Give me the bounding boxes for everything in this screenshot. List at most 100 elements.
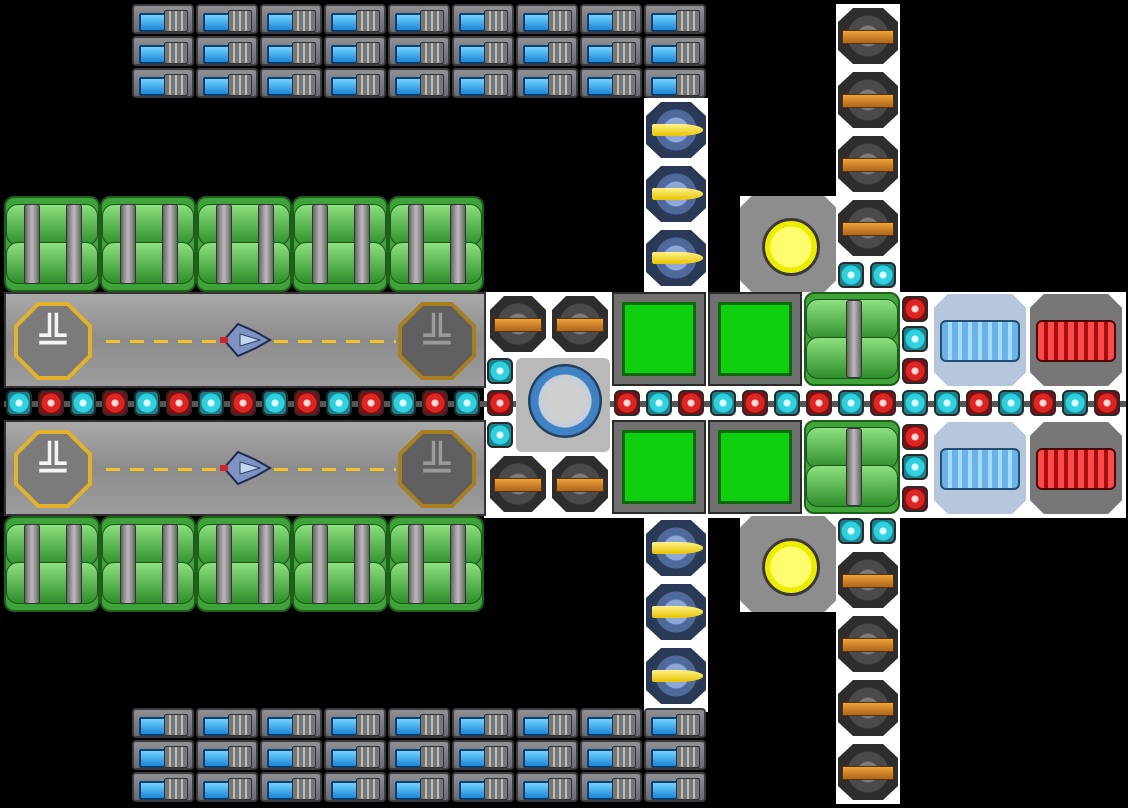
battery-icon[interactable] (196, 772, 258, 802)
heat-node-icon[interactable] (742, 390, 768, 416)
battery-icon[interactable] (452, 36, 514, 66)
power-node-icon[interactable] (454, 390, 480, 416)
heat-node-icon[interactable] (1030, 390, 1056, 416)
battery-icon[interactable] (388, 68, 450, 98)
power-node-icon[interactable] (838, 390, 864, 416)
battery-icon[interactable] (196, 36, 258, 66)
battery-icon[interactable] (260, 740, 322, 770)
fuel-tank-icon[interactable] (100, 516, 196, 612)
heat-node-icon[interactable] (422, 390, 448, 416)
hangar-bay-upper[interactable] (4, 292, 486, 388)
power-node-icon[interactable] (326, 390, 352, 416)
fuel-tank-icon[interactable] (100, 196, 196, 292)
cannon-icon[interactable] (552, 456, 608, 512)
room-icon[interactable] (708, 420, 802, 514)
heat-node-icon[interactable] (358, 390, 384, 416)
battery-icon[interactable] (132, 708, 194, 738)
heat-node-icon[interactable] (487, 390, 513, 416)
laser-turret-icon[interactable] (646, 166, 706, 222)
power-node-icon[interactable] (710, 390, 736, 416)
battery-icon[interactable] (324, 4, 386, 34)
battery-icon[interactable] (644, 772, 706, 802)
power-node-icon[interactable] (838, 518, 864, 544)
battery-icon[interactable] (644, 708, 706, 738)
battery-icon[interactable] (516, 36, 578, 66)
cannon-icon[interactable] (490, 456, 546, 512)
battery-icon[interactable] (260, 708, 322, 738)
fuel-tank-icon[interactable] (388, 516, 484, 612)
laser-turret-icon[interactable] (646, 584, 706, 640)
power-node-icon[interactable] (70, 390, 96, 416)
battery-icon[interactable] (452, 772, 514, 802)
battery-icon[interactable] (132, 68, 194, 98)
cannon-icon[interactable] (838, 744, 898, 800)
fuel-tank-icon[interactable] (804, 420, 900, 514)
battery-icon[interactable] (324, 740, 386, 770)
fuel-tank-icon[interactable] (388, 196, 484, 292)
battery-icon[interactable] (260, 36, 322, 66)
battery-icon[interactable] (196, 4, 258, 34)
battery-icon[interactable] (324, 772, 386, 802)
power-node-icon[interactable] (646, 390, 672, 416)
power-node-icon[interactable] (774, 390, 800, 416)
fuel-tank-icon[interactable] (196, 196, 292, 292)
battery-icon[interactable] (580, 68, 642, 98)
battery-icon[interactable] (516, 740, 578, 770)
thruster-blue-icon[interactable] (934, 294, 1026, 386)
heat-node-icon[interactable] (902, 358, 928, 384)
battery-icon[interactable] (388, 36, 450, 66)
fuel-tank-icon[interactable] (4, 516, 100, 612)
power-node-icon[interactable] (870, 262, 896, 288)
fuel-tank-icon[interactable] (196, 516, 292, 612)
thruster-red-icon[interactable] (1030, 422, 1122, 514)
cannon-icon[interactable] (838, 200, 898, 256)
battery-icon[interactable] (324, 68, 386, 98)
battery-icon[interactable] (644, 4, 706, 34)
power-node-icon[interactable] (134, 390, 160, 416)
cannon-icon[interactable] (552, 296, 608, 352)
heat-node-icon[interactable] (870, 390, 896, 416)
heat-node-icon[interactable] (230, 390, 256, 416)
fighter-ship-icon[interactable] (216, 438, 276, 498)
battery-icon[interactable] (580, 708, 642, 738)
cannon-icon[interactable] (838, 8, 898, 64)
cannon-icon[interactable] (838, 552, 898, 608)
heat-node-icon[interactable] (294, 390, 320, 416)
fuel-tank-icon[interactable] (292, 516, 388, 612)
cockpit-icon[interactable] (516, 358, 610, 452)
room-icon[interactable] (612, 420, 706, 514)
battery-icon[interactable] (580, 36, 642, 66)
thruster-red-icon[interactable] (1030, 294, 1122, 386)
power-node-icon[interactable] (6, 390, 32, 416)
heat-node-icon[interactable] (102, 390, 128, 416)
battery-icon[interactable] (516, 708, 578, 738)
battery-icon[interactable] (388, 4, 450, 34)
battery-icon[interactable] (452, 68, 514, 98)
battery-icon[interactable] (580, 740, 642, 770)
battery-icon[interactable] (516, 772, 578, 802)
cannon-icon[interactable] (838, 616, 898, 672)
battery-icon[interactable] (324, 708, 386, 738)
cannon-icon[interactable] (838, 680, 898, 736)
cannon-icon[interactable] (838, 72, 898, 128)
power-node-icon[interactable] (998, 390, 1024, 416)
battery-icon[interactable] (644, 740, 706, 770)
power-node-icon[interactable] (487, 422, 513, 448)
heat-node-icon[interactable] (902, 486, 928, 512)
battery-icon[interactable] (196, 68, 258, 98)
laser-turret-icon[interactable] (646, 102, 706, 158)
battery-icon[interactable] (132, 740, 194, 770)
battery-icon[interactable] (260, 68, 322, 98)
heat-node-icon[interactable] (38, 390, 64, 416)
reactor-icon[interactable] (740, 516, 836, 612)
room-icon[interactable] (708, 292, 802, 386)
heat-node-icon[interactable] (678, 390, 704, 416)
power-node-icon[interactable] (198, 390, 224, 416)
battery-icon[interactable] (324, 36, 386, 66)
heat-node-icon[interactable] (966, 390, 992, 416)
cannon-icon[interactable] (490, 296, 546, 352)
battery-icon[interactable] (388, 708, 450, 738)
battery-icon[interactable] (516, 4, 578, 34)
fuel-tank-icon[interactable] (804, 292, 900, 386)
battery-icon[interactable] (644, 68, 706, 98)
